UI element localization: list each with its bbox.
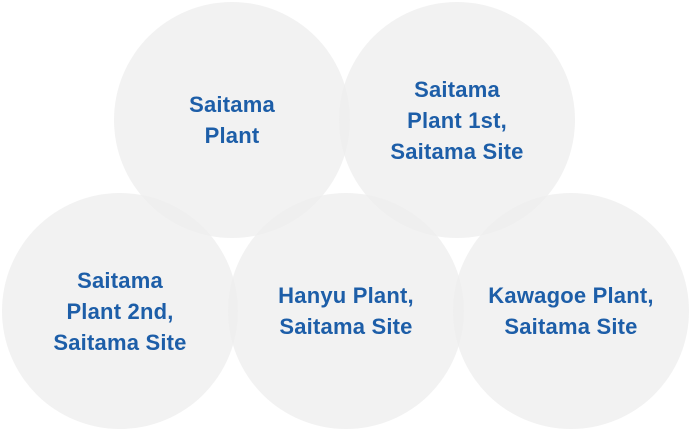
- plant-label: Saitama Plant 1st, Saitama Site: [390, 76, 524, 164]
- plant-label: Kawagoe Plant, Saitama Site: [488, 283, 654, 339]
- plant-circle-saitama-plant-2nd: Saitama Plant 2nd, Saitama Site: [2, 193, 238, 429]
- plant-label: Hanyu Plant, Saitama Site: [278, 283, 414, 339]
- plant-label: Saitama Plant 2nd, Saitama Site: [53, 267, 187, 355]
- plant-circle-hanyu-plant: Hanyu Plant, Saitama Site: [228, 193, 464, 429]
- plant-circle-kawagoe-plant: Kawagoe Plant, Saitama Site: [453, 193, 689, 429]
- plant-label: Saitama Plant: [189, 92, 275, 148]
